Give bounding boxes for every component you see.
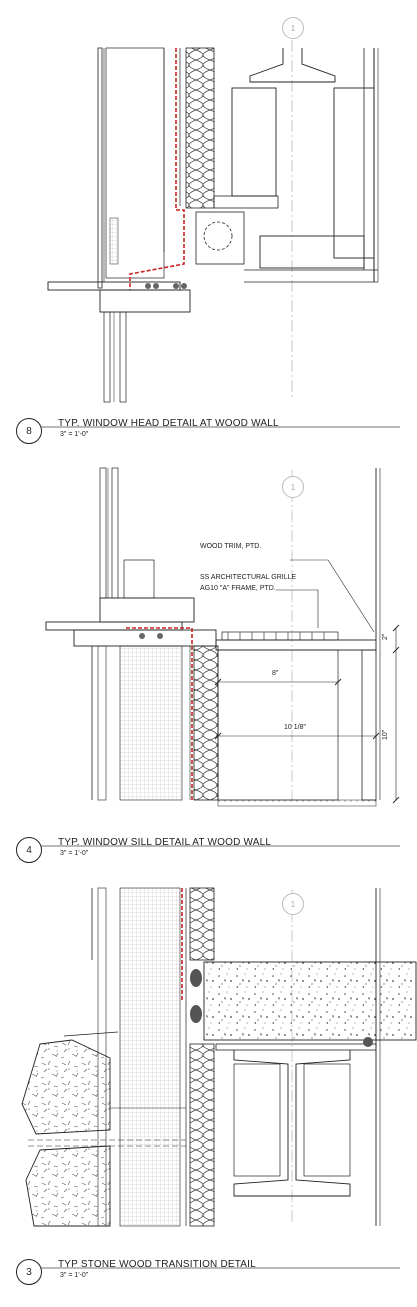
grille-note-line-1: SS ARCHITECTURAL GRILLE <box>200 574 297 581</box>
dimension-10-1-8in: 10 1/8" <box>284 724 306 731</box>
detail-8-scale: 3" = 1'-0" <box>60 431 89 438</box>
detail-8-drawing <box>47 20 379 403</box>
dimension-8in: 8" <box>272 670 279 677</box>
grid-bubble-detail-3: 1 <box>282 893 304 915</box>
detail-4-drawing <box>45 467 400 807</box>
grid-bubble-detail-8: 1 <box>282 17 304 39</box>
detail-3-drawing <box>21 887 417 1227</box>
detail-8-number-bubble: 8 <box>16 418 42 444</box>
dimension-2in: 2" <box>382 633 389 640</box>
detail-3-title: TYP STONE WOOD TRANSITION DETAIL <box>58 1259 256 1270</box>
grid-bubble-detail-4: 1 <box>282 476 304 498</box>
grille-note-line-2: AG10 "A" FRAME, PTD. <box>200 585 276 592</box>
detail-3-scale: 3" = 1'-0" <box>60 1272 89 1279</box>
detail-3-number-bubble: 3 <box>16 1259 42 1285</box>
detail-4-title: TYP. WINDOW SILL DETAIL AT WOOD WALL <box>58 837 272 848</box>
detail-4-scale: 3" = 1'-0" <box>60 850 89 857</box>
dimension-10in: 10" <box>382 729 389 740</box>
detail-4-number-bubble: 4 <box>16 837 42 863</box>
detail-8-title: TYP. WINDOW HEAD DETAIL AT WOOD WALL <box>58 418 279 429</box>
wood-trim-note: WOOD TRIM, PTD. <box>200 543 262 550</box>
